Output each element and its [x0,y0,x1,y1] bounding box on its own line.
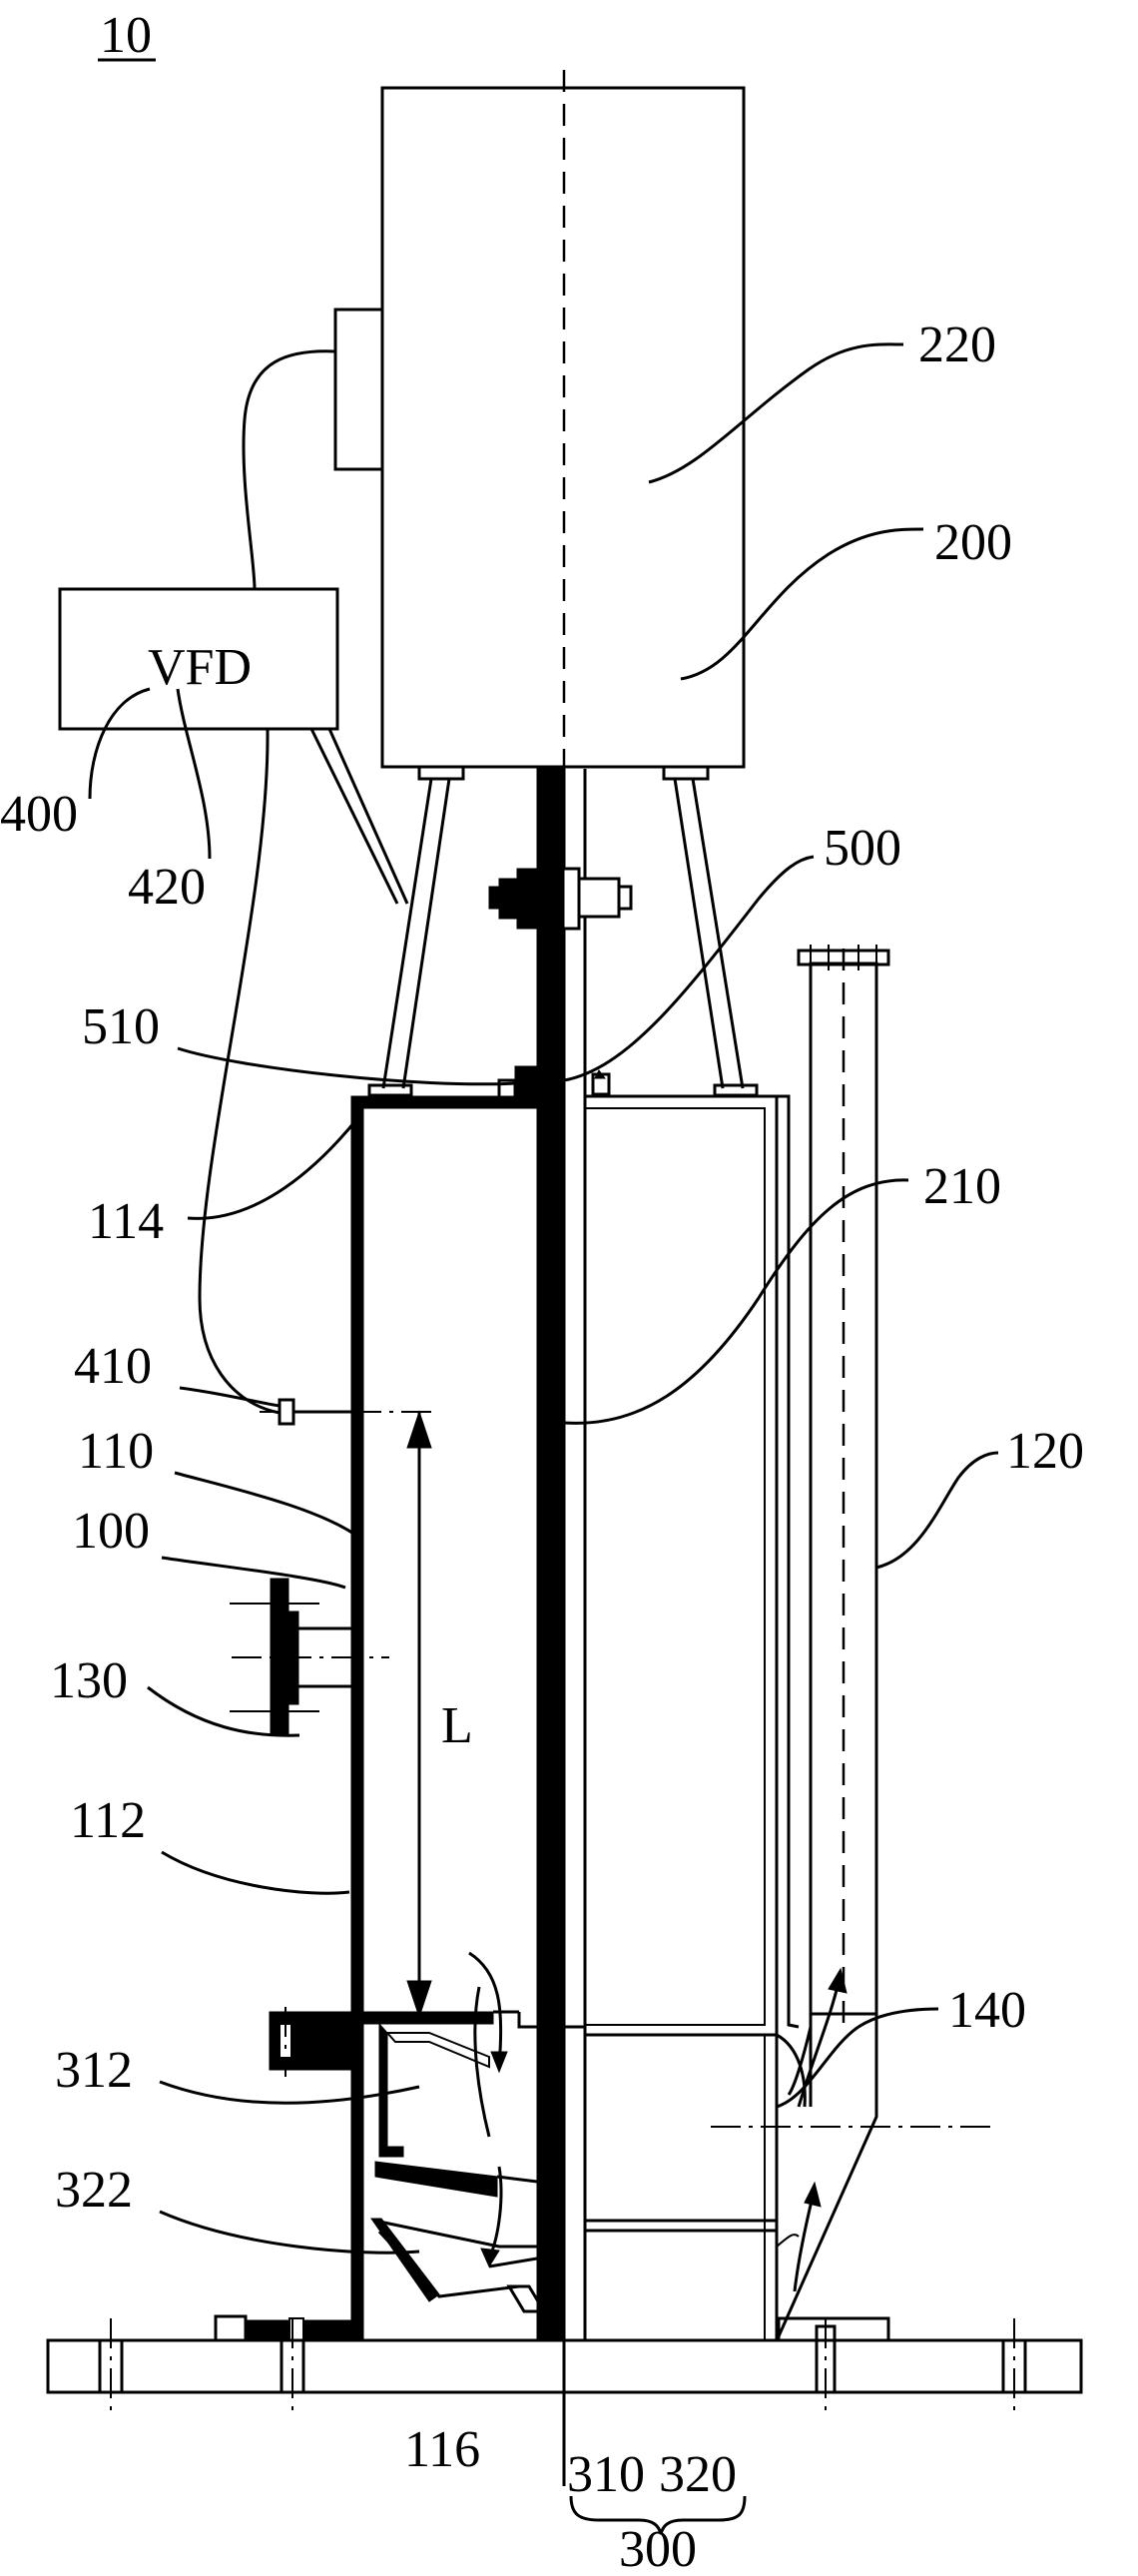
coupling-right-block [577,877,621,919]
label-112: 112 [70,1792,146,1849]
leader-322 [159,2210,420,2254]
casing-left-wall [350,1095,364,2340]
base-bolt-left [214,2314,248,2342]
flow-arrow-1 [468,1951,503,2066]
vfd-box [58,587,339,731]
base-plate [46,2338,1083,2394]
leader-130 [147,1685,300,1737]
motor-foot-right [662,765,710,781]
casing-right-inner [584,1107,766,2026]
pressure-sensor [278,1398,295,1426]
leader-400 [88,687,151,800]
flow-arrow-6-head [804,2181,822,2208]
discharge-flange [797,949,890,966]
stand-foot-left [367,1083,413,1097]
impeller-322-nut [506,2284,547,2313]
flow-arrow-1-head [490,2051,508,2074]
dimension-label-L: L [441,1697,473,1754]
flow-arrow-3-head [480,2248,500,2268]
vfd-support-bracket [309,728,409,905]
flow-arrow-5-head [828,1967,848,1994]
leader-420 [176,688,212,860]
impeller-312-vane [384,2032,490,2069]
label-312: 312 [55,2042,133,2099]
flow-arrow-5 [797,1981,841,2108]
label-322: 322 [55,2162,133,2219]
motor-foot-left [417,765,465,781]
leader-312 [159,2080,420,2105]
vfd-label: VFD [148,639,252,696]
leader-220 [648,342,904,484]
leader-114 [187,1115,361,1220]
label-120: 120 [1006,1423,1084,1480]
stand-leg-right [673,778,745,1089]
dimension-arrow-bottom [406,1980,432,2019]
stand-foot-right [713,1083,759,1097]
flow-arrow-4 [488,2256,538,2268]
label-300: 300 [619,2521,697,2571]
sensor-cable [198,728,281,1415]
label-210: 210 [923,1158,1001,1215]
stage-separator [374,2161,498,2198]
label-116: 116 [404,2421,480,2478]
label-310: 310 [567,2446,645,2503]
flow-arrow-7 [776,2234,800,2248]
leader-510 [177,1046,516,1086]
discharge-elbow [777,2014,878,2337]
label-130: 130 [50,1652,128,1709]
chamber-310 [583,2033,779,2233]
coupling-bolt [617,885,633,911]
label-400: 400 [0,786,78,843]
seal-arrow-icon [594,1069,606,1079]
bypass-tube-outer [777,1094,800,2029]
label-200: 200 [934,514,1012,571]
bypass-branch [787,2026,813,2096]
pump-shaft [536,768,564,2342]
leader-140 [776,2007,939,2109]
label-140: 140 [948,1982,1026,2039]
impeller-cover-plate [362,2011,494,2025]
label-500: 500 [824,820,901,877]
dimension-arrow-top [406,1410,432,1449]
casing-right-outline [583,1094,779,2037]
leader-500 [563,855,815,1082]
leader-200 [680,527,924,681]
chamber-320 [583,2229,779,2342]
coupling-right-hub [561,867,581,931]
leader-110 [174,1471,360,1540]
figure-number: 10 [100,7,152,64]
leader-100 [161,1556,346,1590]
label-410: 410 [74,1338,152,1395]
flow-arrow-2 [473,1986,491,2138]
impeller-322-hub [370,2218,440,2302]
label-114: 114 [88,1193,164,1250]
label-320: 320 [659,2446,737,2503]
brace-300 [569,2495,747,2535]
coupling-left-hub [516,868,538,930]
impeller-cover-step [517,2012,585,2029]
stage-separator-lip [496,2175,538,2184]
leader-112 [161,1850,350,1895]
motor-junction-box [333,308,384,471]
leader-120 [875,1451,999,1570]
power-cable [242,349,336,590]
leader-210 [563,1178,909,1425]
label-220: 220 [918,317,996,373]
label-110: 110 [78,1423,154,1480]
label-420: 420 [128,859,206,916]
casing-top-cover [351,1095,538,1109]
coupling-bolt-left [488,886,502,910]
leader-410 [179,1386,281,1408]
label-100: 100 [72,1503,150,1560]
label-510: 510 [82,998,160,1055]
stand-leg-left [381,778,451,1089]
